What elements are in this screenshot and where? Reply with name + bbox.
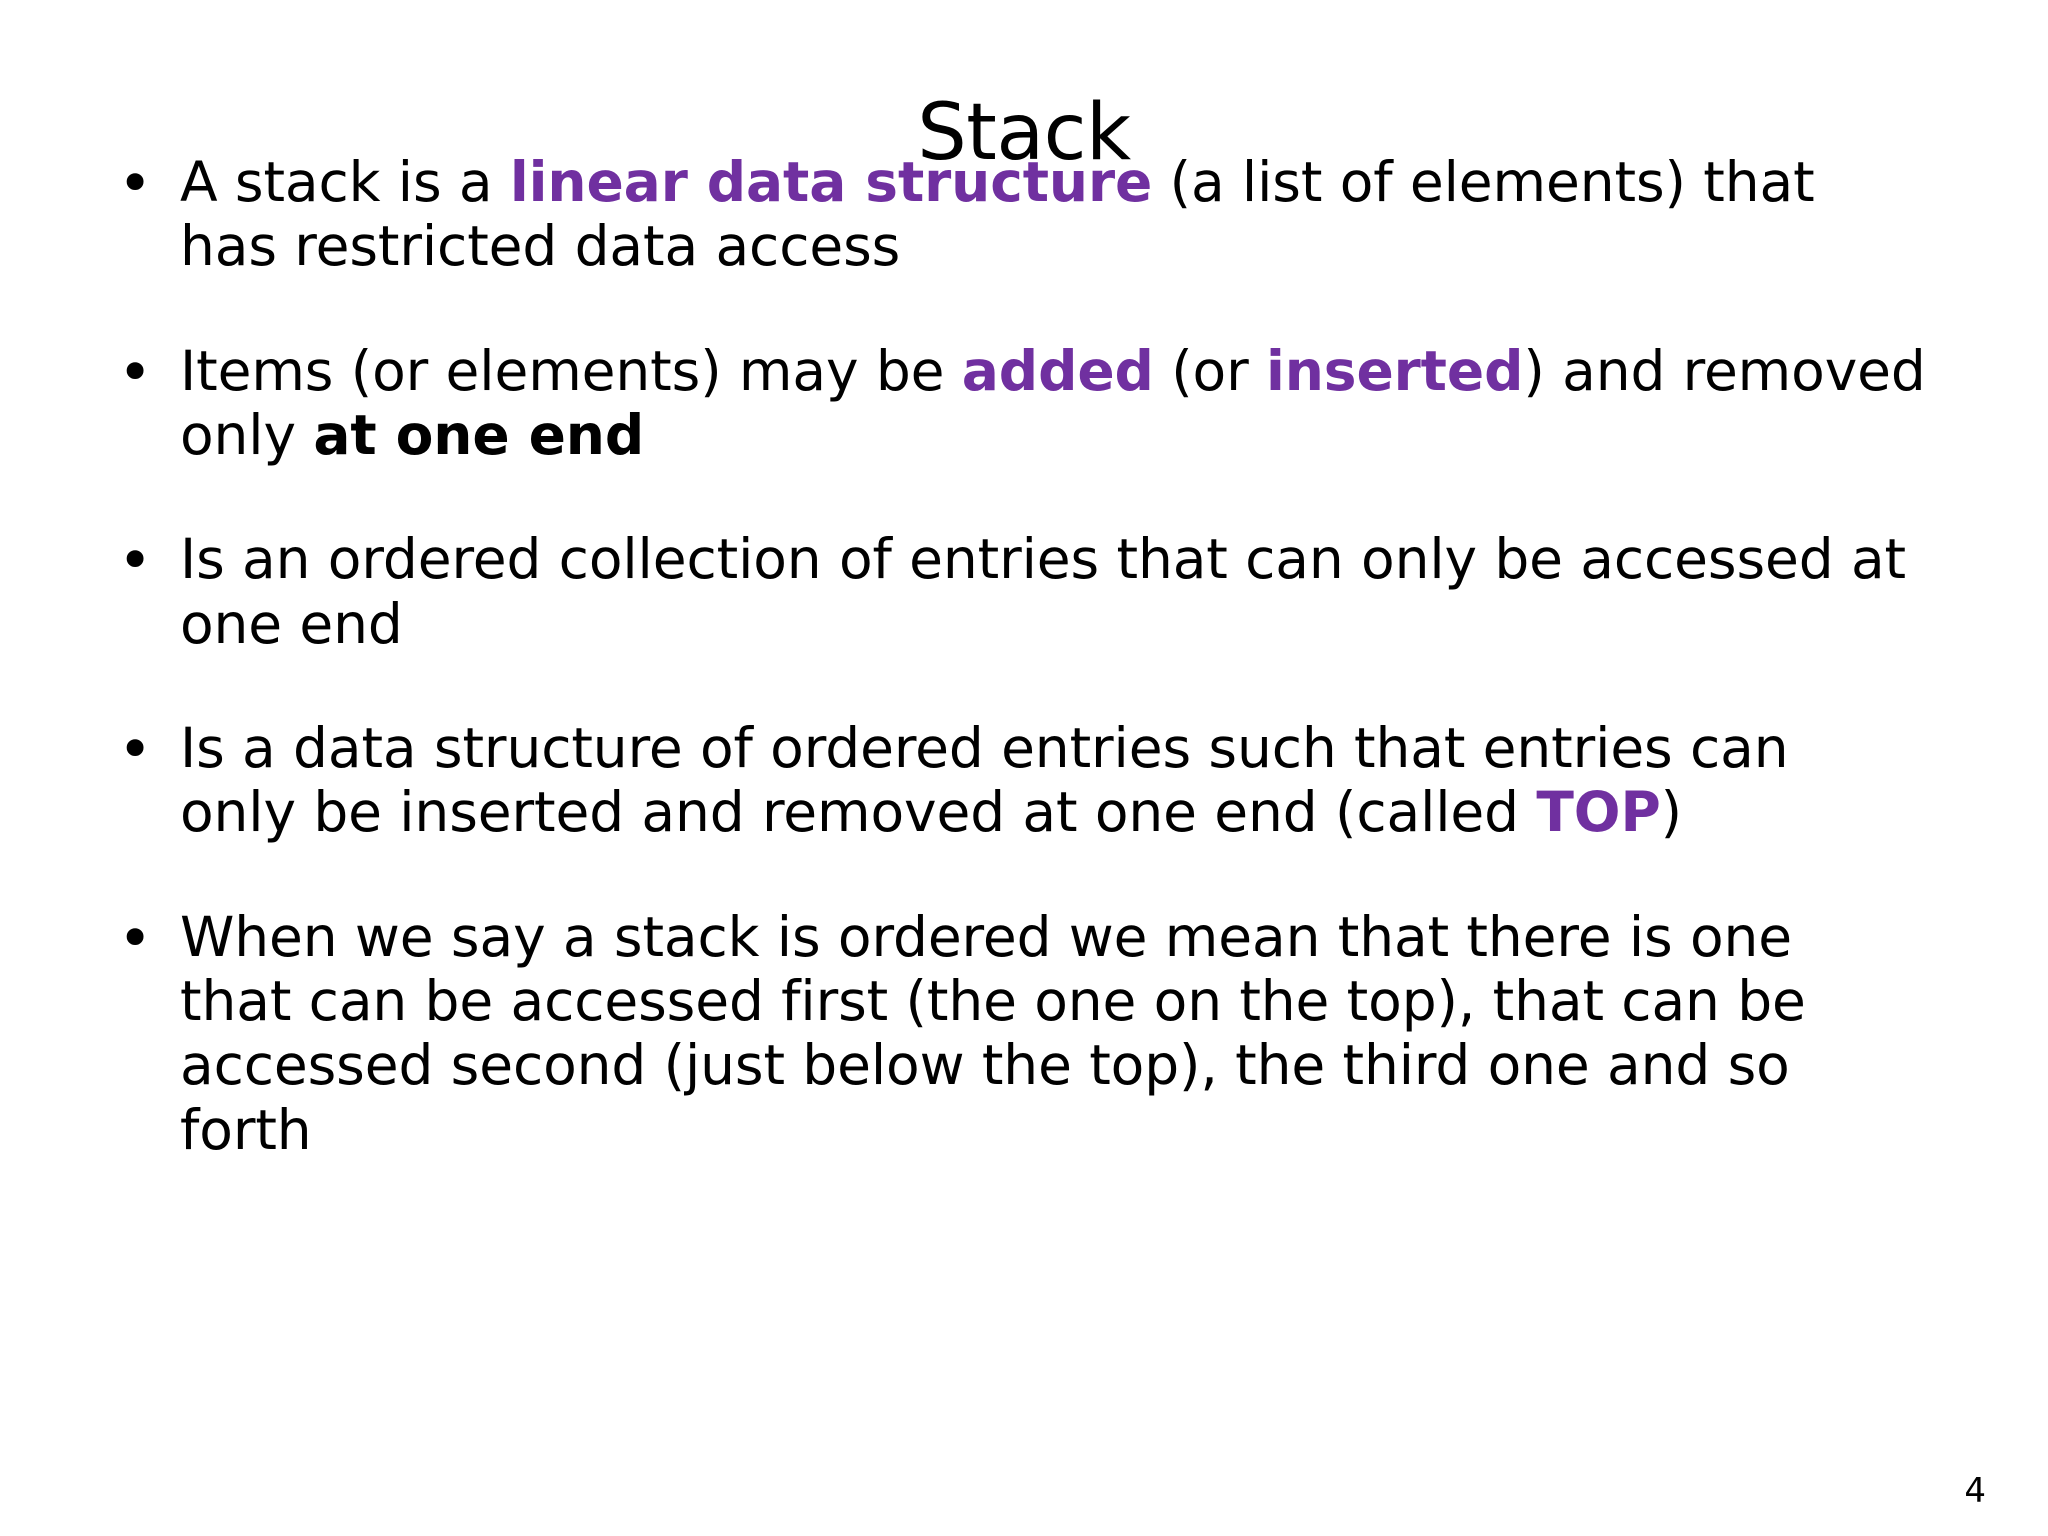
bullet-marker-icon: • [118,903,153,972]
list-item: • Items (or elements) may be added (or i… [108,337,1968,468]
text-run: Is a data structure of ordered entries s… [180,716,1789,845]
text-run: ) and removed only [180,338,1926,468]
bullet-marker-icon: • [118,715,153,784]
text-run: Is an ordered collection of entries that… [180,527,1907,656]
emphasized-term: TOP [1536,780,1661,845]
list-item: • Is a data structure of ordered entries… [108,715,1968,845]
emphasized-term: inserted [1266,338,1524,403]
page-title: Stack [917,88,1131,179]
bullet-list: • A stack is a linear data structure (a … [108,149,1968,1162]
emphasized-term: added [961,338,1154,403]
bullet-marker-icon: • [118,337,153,406]
text-run: ) [1660,780,1683,845]
bullet-marker-icon: • [118,526,153,595]
bullet-4-text: Is a data structure of ordered entries s… [180,716,1800,845]
list-item: • Is an ordered collection of entries th… [108,527,1968,656]
bold-term: at one end [313,403,645,468]
emphasized-term: linear data structure [509,150,1153,214]
bullet-marker-icon: • [118,149,153,217]
text-run: (a list of elements) that has restricted… [180,150,1815,279]
text-run: (or [1153,338,1266,403]
page-number: 4 [1964,1471,1986,1511]
bullet-3-text: Is an ordered collection of entries that… [180,527,1940,656]
list-item: • A stack is a linear data structure (a … [108,149,1968,279]
list-item: • When we say a stack is ordered we mean… [108,903,1968,1162]
bullet-1-text: A stack is a linear data structure (a li… [180,150,1900,279]
text-run: A stack is a [180,150,510,214]
text-run: When we say a stack is ordered we mean t… [180,904,1806,1162]
text-run: Items (or elements) may be [180,338,962,403]
bullet-5-text: When we say a stack is ordered we mean t… [180,905,1810,1162]
bullet-2-text: Items (or elements) may be added (or ins… [180,339,1930,468]
